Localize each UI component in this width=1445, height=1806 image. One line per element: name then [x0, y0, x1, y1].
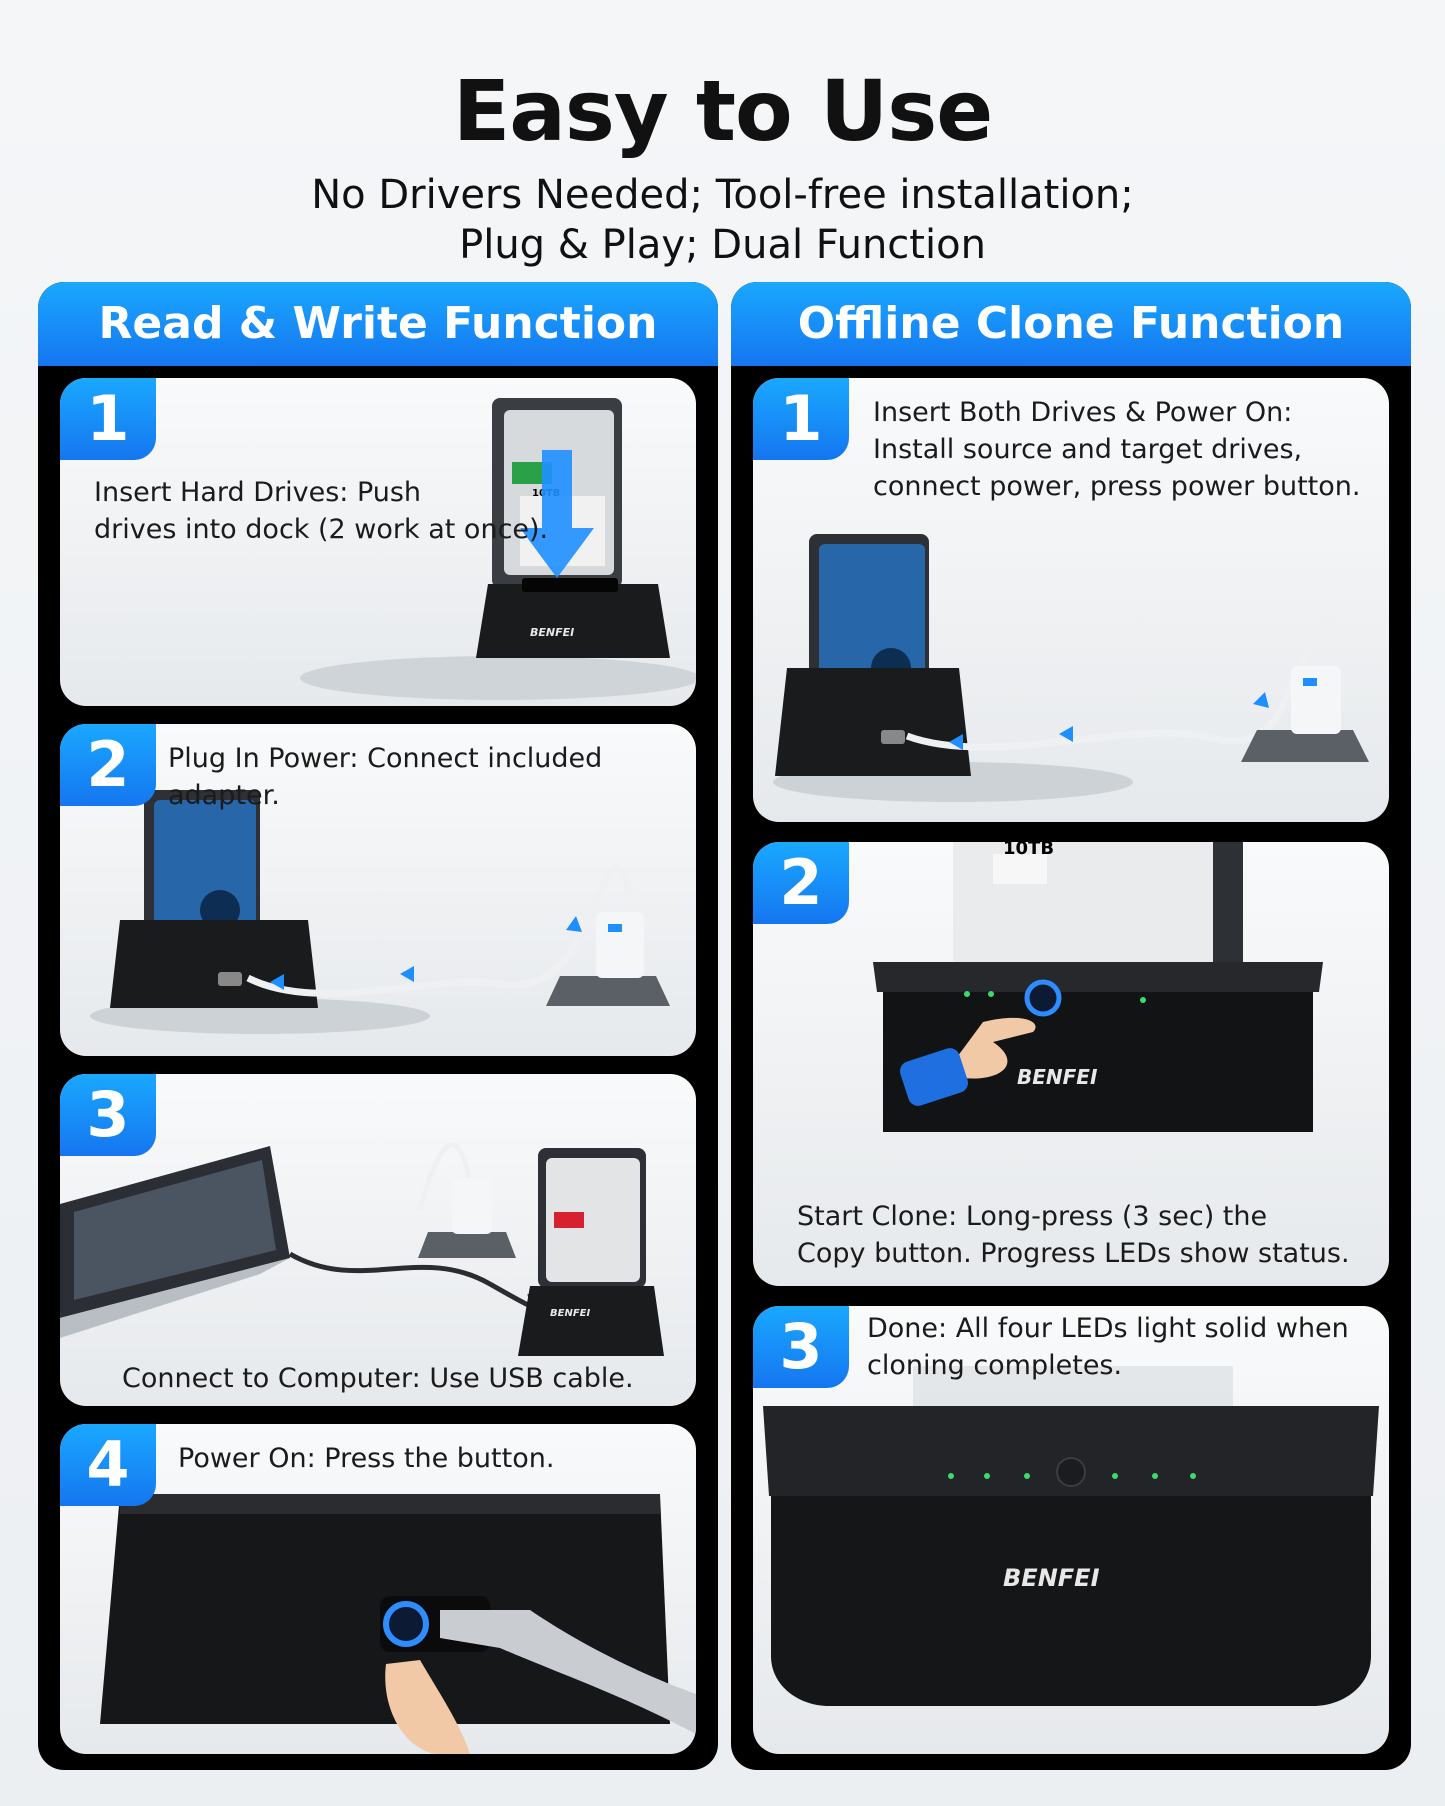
flow-arrow-icon: [1253, 692, 1269, 708]
step-description: Insert Hard Drives: Push drives into doc…: [94, 477, 549, 545]
copy-button-icon: [1056, 1457, 1086, 1487]
insert-arrow-icon: [520, 450, 594, 578]
step-number-badge: 3: [753, 1306, 849, 1388]
step-description: Insert Both Drives & Power On: Install s…: [873, 397, 1361, 502]
flow-arrow-icon: [949, 734, 963, 750]
dock-power-button-illustration: [100, 1494, 696, 1754]
dock-brand-logo: BENFEI: [530, 626, 574, 639]
read-write-step-2: 2 Plug In Power: Connect included adapte…: [60, 724, 696, 1056]
power-adapter-icon: [452, 1178, 492, 1234]
step-number-badge: 2: [753, 842, 849, 924]
read-write-header: Read & Write Function: [38, 282, 718, 366]
flow-arrow-icon: [400, 966, 414, 982]
read-write-step-3: BENFEI 3 Connect to Computer: Use USB ca…: [60, 1074, 696, 1406]
offline-clone-step-1: 1 Insert Both Drives & Power On: Install…: [753, 378, 1389, 822]
dock-brand-logo: BENFEI: [1017, 1065, 1098, 1089]
read-write-step-4: 4 Power On: Press the button.: [60, 1424, 696, 1754]
flow-arrow-icon: [1059, 726, 1073, 742]
step-number-badge: 1: [753, 378, 849, 460]
finger-icon: [949, 1017, 1036, 1079]
step-number-badge: 4: [60, 1424, 156, 1506]
offline-clone-header: Offline Clone Function: [731, 282, 1411, 366]
flow-arrow-icon: [270, 974, 284, 990]
page-subtitle-line2: Plug & Play; Dual Function: [459, 222, 986, 268]
step-description: Done: All four LEDs light solid when clo…: [867, 1313, 1349, 1381]
read-write-column: Read & Write Function 10TB BENFEI 1 Inse…: [38, 282, 718, 1770]
step-number-badge: 3: [60, 1074, 156, 1156]
clone-setup-illustration: [773, 534, 1369, 802]
step-number-badge: 2: [60, 724, 156, 806]
dock-computer-connection-illustration: BENFEI: [60, 1142, 664, 1356]
dock-power-adapter-illustration: [90, 790, 670, 1034]
step-description: Connect to Computer: Use USB cable.: [122, 1363, 634, 1394]
power-button-icon: [383, 1601, 429, 1647]
dock-insert-drives-illustration: 10TB BENFEI: [300, 398, 696, 700]
step-number-badge: 1: [60, 378, 156, 460]
finger-icon: [385, 1660, 470, 1754]
read-write-step-1: 10TB BENFEI 1 Insert Hard Drives: Push d…: [60, 378, 696, 706]
drive-capacity-label: 10TB: [1003, 842, 1054, 859]
step-description: Power On: Press the button.: [178, 1443, 555, 1474]
dock-brand-logo: BENFEI: [550, 1308, 590, 1319]
offline-clone-step-3: BENFEI 3 Done: All four LEDs light solid…: [753, 1306, 1389, 1754]
copy-button-icon: [1024, 979, 1062, 1017]
offline-clone-step-2: 10TB BENFEI 2 Start Clone: Long-press (3…: [753, 842, 1389, 1286]
clone-start-illustration: 10TB BENFEI: [873, 842, 1323, 1132]
power-adapter-icon: [1291, 666, 1341, 734]
step-description: Plug In Power: Connect included adapter.: [168, 743, 603, 811]
page-subtitle-line1: No Drivers Needed; Tool-free installatio…: [311, 172, 1134, 218]
step-description: Start Clone: Long-press (3 sec) the Copy…: [797, 1201, 1350, 1269]
power-adapter-icon: [596, 912, 644, 978]
offline-clone-column: Offline Clone Function 1 Insert Both Dri…: [731, 282, 1411, 1770]
clone-complete-illustration: BENFEI: [763, 1366, 1379, 1706]
flow-arrow-icon: [566, 916, 582, 932]
dock-brand-logo: BENFEI: [1003, 1564, 1100, 1592]
page-title: Easy to Use: [452, 62, 993, 160]
